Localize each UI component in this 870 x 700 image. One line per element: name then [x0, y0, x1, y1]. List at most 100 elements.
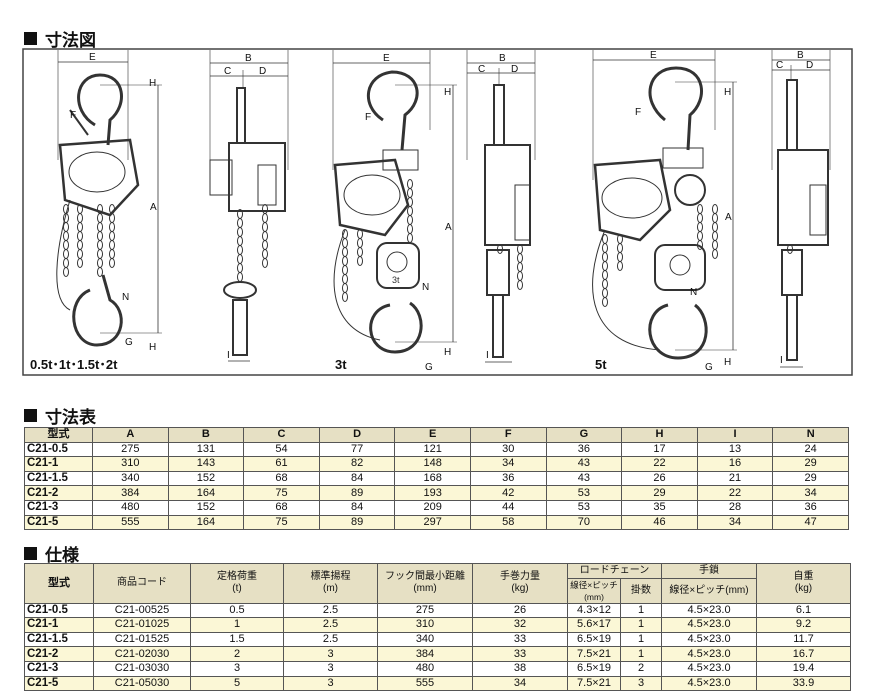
chain-link [407, 233, 413, 243]
chain-link [357, 238, 363, 248]
section-title-specs: 仕様 [24, 541, 79, 566]
header-cell: E [394, 427, 471, 443]
value-cell: 3 [283, 660, 378, 677]
label-A: A [725, 212, 732, 223]
hand-chain-loop [56, 199, 71, 311]
header-cell: 型式 [24, 427, 93, 443]
chain-link [262, 213, 268, 223]
square-bullet-icon [24, 409, 37, 422]
value-cell: 11.7 [756, 631, 851, 648]
chain-link [407, 188, 413, 198]
value-cell: 70 [545, 514, 623, 531]
chain-link [262, 204, 268, 214]
header-code: 商品コード [93, 563, 191, 604]
value-cell: 84 [318, 470, 396, 487]
chain-link [109, 258, 115, 268]
lower-block-side [486, 249, 510, 296]
top-hook [648, 66, 703, 151]
section-title-dimensions: 寸法表 [24, 403, 96, 428]
label-D: D [259, 66, 266, 77]
value-cell: 29 [772, 456, 849, 472]
value-cell: 193 [394, 485, 471, 501]
value-cell: 29 [772, 470, 849, 487]
chain-link [237, 227, 243, 237]
value-cell: 36 [772, 499, 849, 516]
chain-link [97, 213, 103, 223]
wheel [257, 164, 277, 206]
label-I: I [227, 350, 230, 361]
caption-small-models: 0.5t･1t･1.5t･2t [30, 357, 118, 372]
chain-link [237, 245, 243, 255]
value-cell: 36 [469, 470, 547, 487]
header-cell: H [621, 427, 698, 443]
value-cell: 3 [283, 646, 378, 662]
value-cell: 42 [469, 485, 547, 501]
label-G: G [425, 362, 433, 373]
model-cell: C21-2 [24, 485, 93, 501]
value-cell: 75 [243, 485, 320, 501]
value-cell: 58 [469, 514, 547, 531]
value-cell: 4.5×23.0 [661, 631, 757, 648]
header-weight: 自重 (kg) [756, 563, 851, 604]
model-cell: C21-0.5 [24, 441, 93, 458]
section-title-text: 仕様 [45, 546, 79, 566]
value-cell: C21-01025 [93, 617, 191, 633]
hook-shank [786, 79, 798, 151]
front-view-3t: 3t [332, 50, 457, 354]
chain-link [97, 222, 103, 232]
chain-link [602, 252, 608, 262]
gear-case [209, 159, 233, 196]
chain-link [97, 258, 103, 268]
spec-table: 型式 商品コード 定格荷重 (t) 標準揚程 (m) フック間最小距離 (mm)… [24, 563, 851, 692]
chain-link [77, 231, 83, 241]
section-title-drawing: 寸法図 [24, 26, 96, 51]
chain-link [407, 224, 413, 234]
value-cell: 26 [621, 470, 698, 487]
value-cell: 480 [377, 660, 473, 677]
value-cell: 1 [620, 617, 662, 633]
value-cell: 384 [377, 646, 473, 662]
model-cell: C21-0.5 [24, 602, 94, 619]
sheave [669, 254, 691, 276]
value-cell: 54 [243, 441, 320, 458]
chain-link [517, 280, 523, 290]
value-cell: 44 [469, 499, 547, 516]
idler-sheave [674, 174, 706, 206]
sheave [386, 251, 408, 273]
value-cell: 2.5 [283, 617, 378, 633]
chain-link [712, 204, 718, 214]
label-B: B [797, 50, 804, 61]
value-cell: 24 [772, 441, 849, 458]
chain-link [617, 243, 623, 253]
header-hand-chain: 手鎖 [661, 563, 757, 579]
chain-link [342, 283, 348, 293]
latch [69, 109, 89, 136]
chain-link [697, 231, 703, 241]
value-cell: 43 [545, 470, 623, 487]
chain-link [697, 204, 703, 214]
value-cell: 34 [472, 675, 568, 692]
chain-link [357, 256, 363, 266]
value-cell: 16.7 [756, 646, 851, 662]
dimension-drawing: E A H H F N G 0.5t･1t･1.5t･2t B C D I [22, 48, 853, 376]
chain-link [237, 218, 243, 228]
header-load-chain: ロードチェーン [567, 563, 662, 579]
value-cell: 2 [620, 660, 662, 677]
gear-cover [343, 174, 401, 216]
value-cell: 2.5 [283, 631, 378, 648]
label-E: E [89, 52, 96, 63]
value-cell: C21-00525 [93, 602, 191, 619]
chain-link [77, 249, 83, 259]
gear-cover [601, 177, 663, 219]
chain-link [237, 263, 243, 273]
value-cell: 89 [318, 485, 396, 501]
label-D: D [806, 60, 813, 71]
hoist-body-side [777, 149, 829, 246]
chain-link [77, 213, 83, 223]
model-cell: C21-2 [24, 646, 94, 662]
